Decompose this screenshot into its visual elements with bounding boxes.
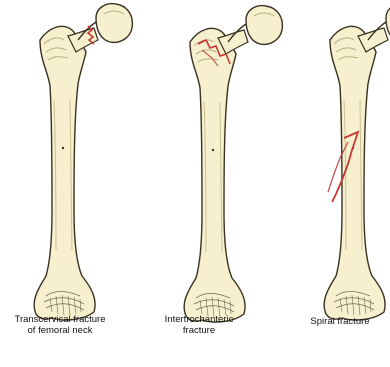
caption-intertrochanteric: Intertrochanteric fracture	[144, 314, 254, 336]
femur-transcervical	[34, 4, 132, 320]
caption-transcervical: Transcervical fracture of femoral neck	[0, 314, 120, 336]
caption-line: Intertrochanteric	[144, 314, 254, 325]
caption-spiral: Spiral fracture	[290, 316, 390, 327]
caption-line: Transcervical fracture	[0, 314, 120, 325]
caption-line: of femoral neck	[0, 325, 120, 336]
caption-line: Spiral fracture	[290, 316, 390, 327]
femur-spiral	[324, 4, 390, 320]
femur-intertrochanteric	[184, 6, 282, 322]
caption-line: fracture	[144, 325, 254, 336]
